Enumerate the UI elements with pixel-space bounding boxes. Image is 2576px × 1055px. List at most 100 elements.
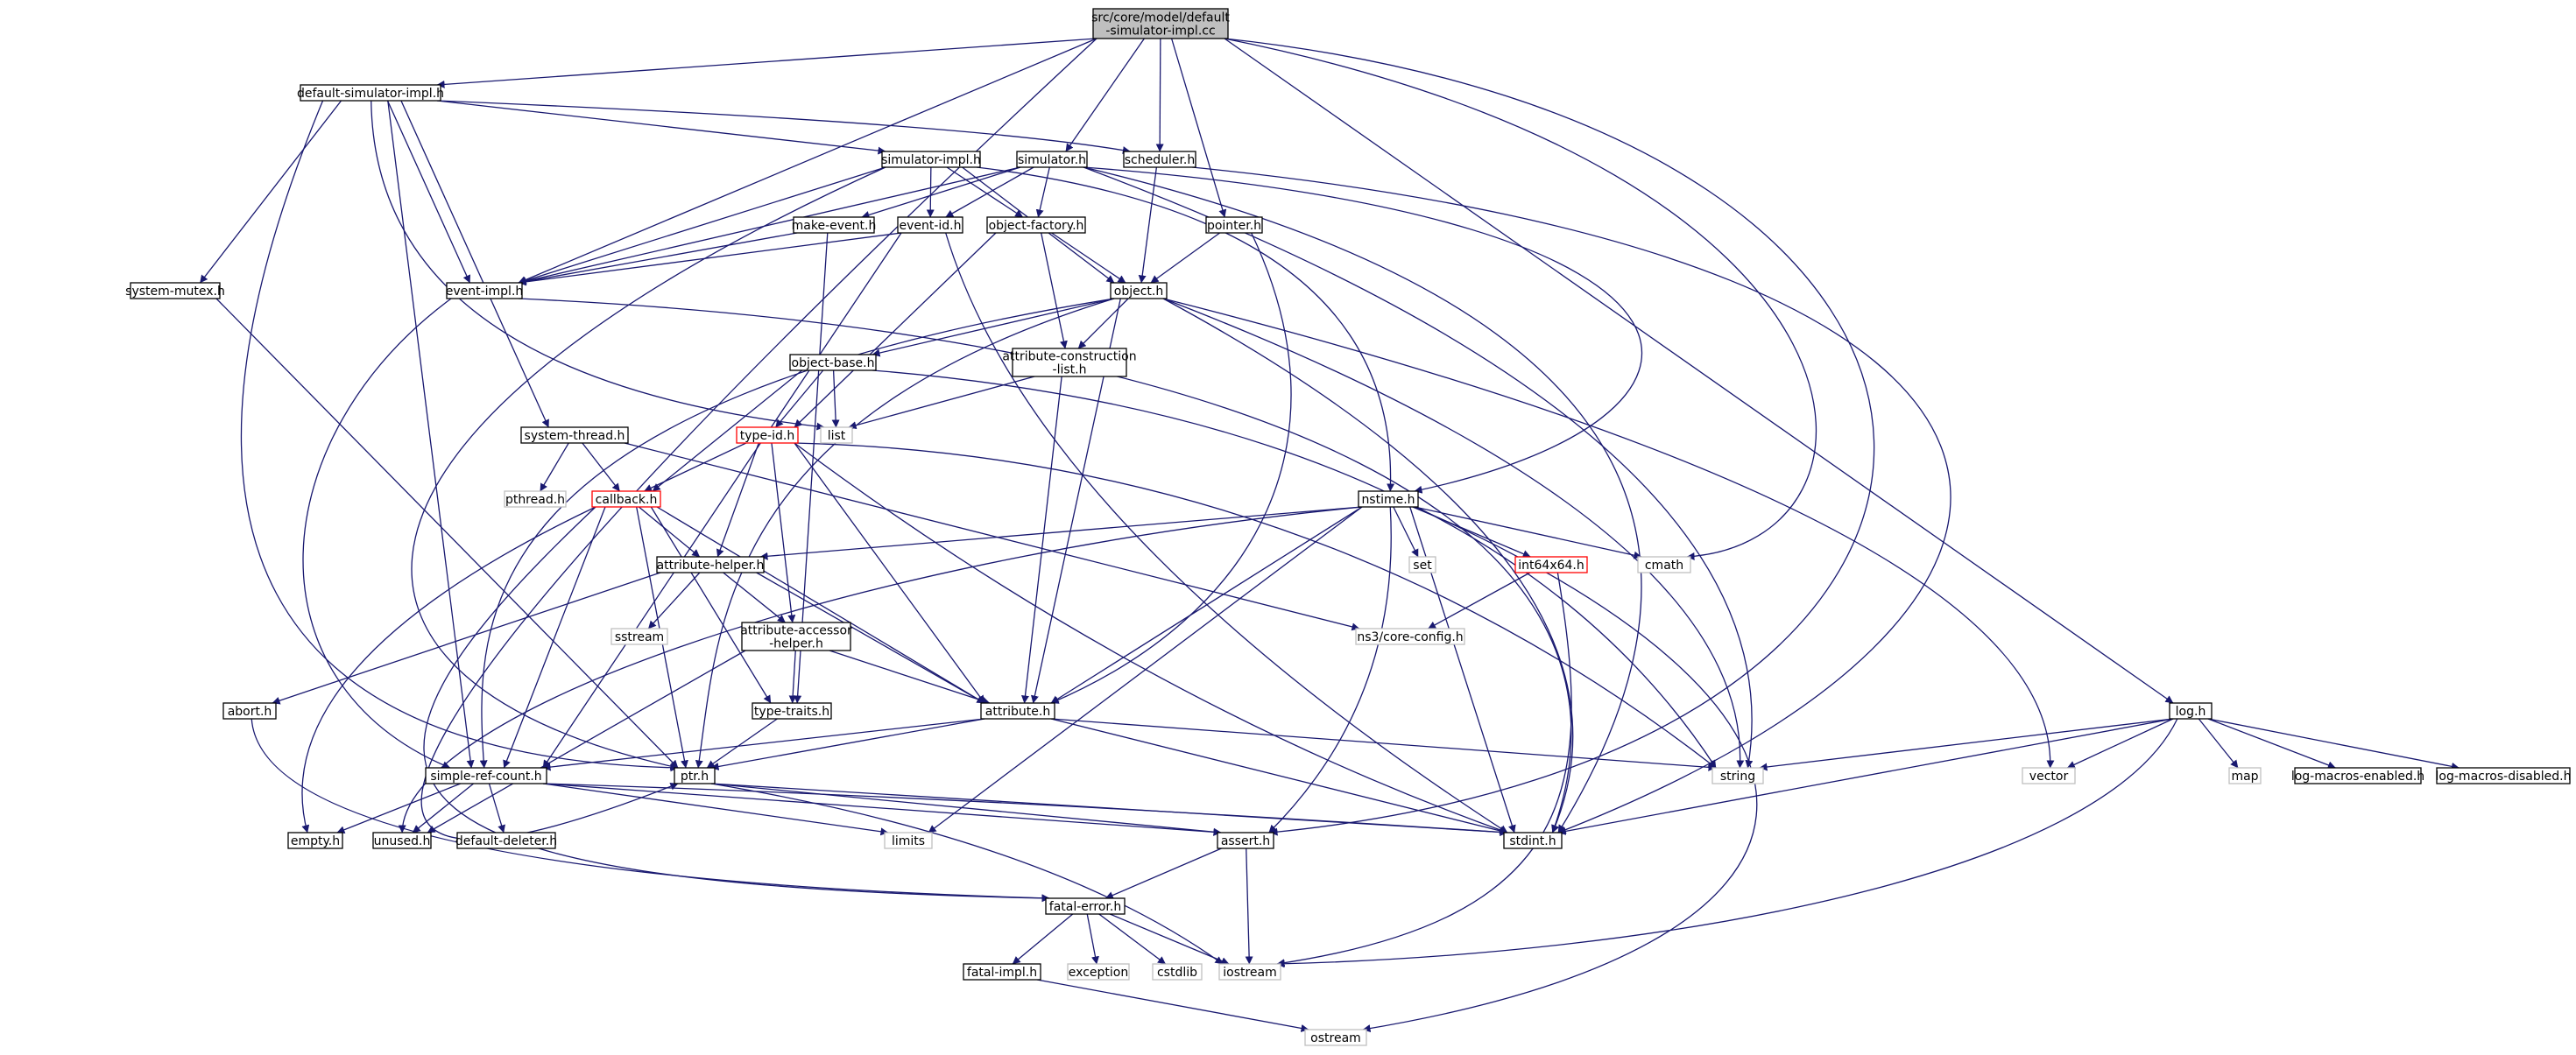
node-cstdlib: cstdlib bbox=[1152, 963, 1203, 981]
edge-default_simulator_impl_h-to-system_mutex_h bbox=[199, 100, 342, 284]
node-box bbox=[2022, 767, 2076, 784]
node-pointer-h[interactable]: pointer.h bbox=[1205, 216, 1263, 234]
node-default-deleter-h[interactable]: default-deleter.h bbox=[455, 832, 557, 849]
node-box bbox=[456, 832, 556, 849]
node-label: nstime.h bbox=[1361, 493, 1415, 507]
node-simulator-impl-h[interactable]: simulator-impl.h bbox=[881, 151, 981, 168]
node-callback-h[interactable]: callback.h bbox=[591, 490, 661, 508]
node-box bbox=[2169, 702, 2213, 720]
edge-root-to-assert_h bbox=[1224, 38, 1875, 836]
node-log-macros-enabled-h[interactable]: log-macros-enabled.h bbox=[2291, 767, 2424, 784]
node-label: limits bbox=[892, 834, 925, 848]
edge-callback_h-to-fatal_error_h bbox=[423, 506, 1050, 903]
node-empty-h[interactable]: empty.h bbox=[287, 832, 343, 849]
node-label: type-traits.h bbox=[754, 705, 829, 719]
node-type-traits-h[interactable]: type-traits.h bbox=[752, 702, 832, 720]
node-box bbox=[980, 702, 1055, 720]
node-system-mutex-h[interactable]: system-mutex.h bbox=[125, 282, 225, 299]
node-system-thread-h[interactable]: system-thread.h bbox=[520, 426, 629, 444]
node-default-simulator-impl-h[interactable]: default-simulator-impl.h bbox=[297, 84, 444, 102]
node-attribute-construction-list-h[interactable]: attribute-construction-list.h bbox=[1002, 348, 1137, 377]
node-label: make-event.h bbox=[792, 219, 877, 233]
edge-scheduler_h-to-object_h bbox=[1138, 166, 1158, 284]
node-box bbox=[300, 84, 441, 102]
node-box bbox=[1355, 628, 1465, 645]
node-type-id-h[interactable]: type-id.h bbox=[736, 426, 799, 444]
edge-log_h-to-string bbox=[1759, 718, 2174, 771]
node-assert-h[interactable]: assert.h bbox=[1217, 832, 1274, 849]
edge-nstime_h-to-limits bbox=[928, 506, 1363, 833]
node-label: list bbox=[828, 429, 846, 443]
node-limits: limits bbox=[884, 832, 933, 849]
node-event-id-h[interactable]: event-id.h bbox=[897, 216, 963, 234]
node-box bbox=[674, 767, 716, 784]
edge-fatal_error_h-to-cstdlib bbox=[1098, 913, 1167, 965]
node-label: simulator.h bbox=[1018, 153, 1086, 167]
node-scheduler-h[interactable]: scheduler.h bbox=[1123, 151, 1196, 168]
node-stdint-h[interactable]: stdint.h bbox=[1503, 832, 1563, 849]
node-ns3-core-config-h: ns3/core-config.h bbox=[1355, 628, 1465, 645]
node-ptr-h[interactable]: ptr.h bbox=[674, 767, 716, 784]
node-attribute-accessor-helper-h[interactable]: attribute-accessor-helper.h bbox=[740, 622, 852, 651]
node-simulator-h[interactable]: simulator.h bbox=[1016, 151, 1088, 168]
edge-simulator_impl_h-to-nstime_h bbox=[976, 166, 1395, 492]
edge-attribute_accessor_helper_h-to-unused_h bbox=[427, 650, 746, 833]
edge-event_id_h-to-simple_ref_count_h bbox=[542, 232, 902, 769]
edge-default_simulator_impl_h-to-ptr_h bbox=[240, 100, 679, 772]
node-simple-ref-count-h[interactable]: simple-ref-count.h bbox=[425, 767, 547, 784]
edge-attribute_h-to-simple_ref_count_h bbox=[542, 718, 985, 771]
edge-attribute_h-to-string bbox=[1050, 718, 1717, 771]
node-box bbox=[1067, 963, 1130, 981]
edge-type_traits_h-to-ptr_h bbox=[706, 718, 778, 769]
node-attribute-h[interactable]: attribute.h bbox=[980, 702, 1055, 720]
node-label: -helper.h bbox=[769, 637, 823, 651]
node-label: event-id.h bbox=[899, 219, 961, 233]
node-object-base-h[interactable]: object-base.h bbox=[789, 354, 877, 371]
node-fatal-impl-h[interactable]: fatal-impl.h bbox=[963, 963, 1041, 981]
edge-simulator_h-to-string bbox=[1083, 166, 1754, 769]
edge-log_h-to-vector bbox=[2066, 718, 2174, 769]
node-label: cmath bbox=[1645, 559, 1683, 573]
node-box bbox=[1152, 963, 1203, 981]
node-box bbox=[130, 282, 221, 299]
node-box bbox=[881, 151, 981, 168]
node-label: sstream bbox=[615, 630, 664, 644]
edge-attribute_construction_list_h-to-attribute_h bbox=[1021, 376, 1062, 704]
node-label: map bbox=[2231, 770, 2258, 784]
edge-root-to-scheduler_h bbox=[1155, 38, 1164, 152]
edge-object_factory_h-to-object_h bbox=[1051, 232, 1126, 284]
edge-event_id_h-to-event_impl_h bbox=[518, 232, 902, 286]
node-make-event-h[interactable]: make-event.h bbox=[792, 216, 877, 234]
node-event-impl-h[interactable]: event-impl.h bbox=[446, 282, 524, 299]
node-cmath: cmath bbox=[1637, 556, 1691, 573]
node-nstime-h[interactable]: nstime.h bbox=[1358, 490, 1419, 508]
edge-attribute_helper_h-to-abort_h bbox=[272, 572, 661, 705]
edge-fatal_error_h-to-iostream bbox=[1109, 913, 1230, 965]
node-label: iostream bbox=[1223, 966, 1277, 980]
edge-attribute_construction_list_h-to-list bbox=[848, 376, 1035, 430]
node-log-macros-disabled-h[interactable]: log-macros-disabled.h bbox=[2436, 767, 2572, 784]
edge-make_event_h-to-event_impl_h bbox=[518, 232, 798, 285]
node-label: set bbox=[1413, 559, 1432, 573]
node-label: assert.h bbox=[1221, 834, 1270, 848]
node-int64x64-h[interactable]: int64x64.h bbox=[1514, 556, 1588, 573]
edge-object_factory_h-to-attribute_construction_list_h bbox=[1041, 232, 1068, 349]
node-object-factory-h[interactable]: object-factory.h bbox=[986, 216, 1086, 234]
node-unused-h[interactable]: unused.h bbox=[372, 832, 432, 849]
edge-callback_h-to-simple_ref_count_h bbox=[503, 506, 606, 769]
node-fatal-error-h[interactable]: fatal-error.h bbox=[1045, 897, 1126, 915]
node-box bbox=[2228, 767, 2262, 784]
node-log-h[interactable]: log.h bbox=[2169, 702, 2213, 720]
edge-attribute_h-to-stdint_h bbox=[1050, 718, 1508, 835]
node-label: type-id.h bbox=[740, 429, 794, 443]
edge-object_h-to-string bbox=[1162, 298, 1745, 769]
node-label: empty.h bbox=[291, 834, 340, 848]
node-abort-h[interactable]: abort.h bbox=[222, 702, 277, 720]
node-object-h[interactable]: object.h bbox=[1110, 282, 1168, 299]
node-label: callback.h bbox=[596, 493, 658, 507]
node-attribute-helper-h[interactable]: attribute-helper.h bbox=[656, 556, 765, 573]
edge-nstime_h-to-attribute_helper_h bbox=[759, 506, 1363, 560]
node-label: object-base.h bbox=[792, 356, 875, 370]
edge-object_h-to-stdint_h bbox=[1162, 298, 1574, 833]
edge-system_thread_h-to-callback_h bbox=[582, 442, 620, 492]
